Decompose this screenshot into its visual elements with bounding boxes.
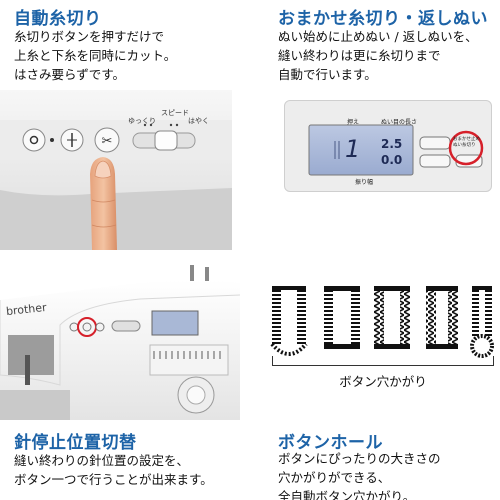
buttonhole-description: ボタンにぴったりの大きさの 穴かがりができる、 全自動ボタン穴かがり。 [278,451,441,500]
needle-stop-title: 針停止位置切替 [14,433,137,453]
stitch-length-value: 2.5 [381,137,403,151]
buttonhole-title: ボタンホール [278,433,383,453]
auto-tie-button-label: おまかせ止めぬい糸切り [453,137,480,148]
stitch-width-value: 0.0 [381,153,403,167]
speed-slow-label: ゆっくり [128,117,156,125]
caption-bracket [272,356,494,366]
speed-label: スピード [161,109,189,117]
pattern-number: 1 [345,135,361,163]
auto-tie-description: ぬい始めに止めぬい / 返しぬいを、 縫い終わりは更に糸切りまで 自動で行います… [278,29,478,82]
auto-cut-title: 自動糸切り [14,9,102,29]
needle-stop-description: 縫い終わりの針位置の設定を、 ボタン一つで行うことが出来ます。 [14,453,213,487]
stitch-length-label: ぬい目の長さ [381,119,418,126]
buttonhole-caption: ボタン穴かがり [339,374,427,389]
auto-cut-description: 糸切りボタンを押すだけで 上糸と下糸を同時にカット。 はさみ要らずです。 [14,29,177,82]
buttonhole-diagrams [266,282,496,362]
buttonhole-shape-rounded [270,286,308,356]
lcd-panel-photo: 押え ぬい目の長さ 1 2.5 0.0 振り幅 おまかせ止めぬい糸切り [284,100,492,192]
thread-cut-panel-photo: ✂ スピード ゆっくり はやく [0,90,232,250]
sewing-machine-photo: brother [0,265,240,420]
presser-foot-label: 押え [347,119,360,126]
speed-fast-label: はやく [188,117,209,125]
stitch-width-label: 振り幅 [355,179,374,186]
svg-text:✂: ✂ [102,134,113,149]
auto-tie-title: おまかせ糸切り・返しぬい [278,9,488,29]
